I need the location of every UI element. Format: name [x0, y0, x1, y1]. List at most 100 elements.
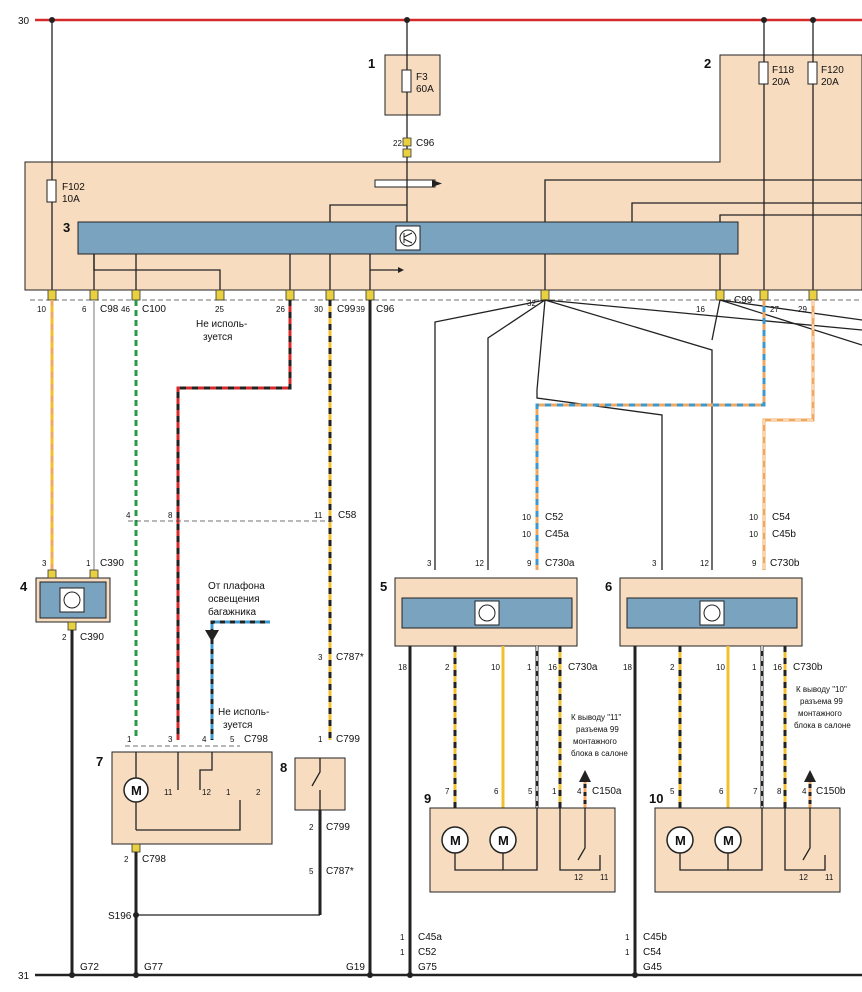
ground-icon — [133, 972, 139, 978]
fuse-f3-rating: 60A — [416, 84, 434, 95]
connector-c45a-2: C45a — [418, 932, 442, 943]
pin-2: 2 — [256, 788, 261, 797]
motor-label: M — [675, 833, 686, 848]
fuse-icon — [46, 179, 57, 203]
pin-1: 1 — [400, 933, 405, 942]
node — [133, 912, 139, 918]
pin-46: 46 — [121, 305, 130, 314]
connector-c52-2: C52 — [418, 947, 437, 958]
pin — [47, 289, 57, 301]
connector-c799: C799 — [336, 734, 360, 745]
pin-16: 16 — [773, 663, 782, 672]
ground-icon — [407, 972, 413, 978]
pin-3: 3 — [168, 735, 173, 744]
pin-1: 1 — [400, 948, 405, 957]
pin — [89, 569, 99, 579]
switch-icon — [136, 752, 241, 831]
connector-c730a-2: C730a — [568, 662, 598, 673]
pin — [131, 843, 141, 853]
ground-icon — [69, 972, 75, 978]
component-5-label: 5 — [380, 579, 387, 594]
connector-c798: C798 — [244, 734, 268, 745]
connector-c96: C96 — [416, 138, 435, 149]
from-lamp-line3: багажника — [208, 606, 256, 618]
wire — [719, 214, 862, 222]
pin-4: 4 — [577, 787, 582, 796]
connector-c150b: C150b — [816, 786, 846, 797]
motor-label: M — [498, 833, 509, 848]
component-6-label: 6 — [605, 579, 612, 594]
ground-g45: G45 — [643, 962, 662, 973]
pin — [759, 289, 769, 301]
pin-10: 10 — [522, 513, 531, 522]
pin-12: 12 — [574, 873, 583, 882]
transistor-symbol — [403, 232, 413, 238]
pin-2: 2 — [62, 633, 67, 642]
pin — [402, 148, 412, 158]
pin-12: 12 — [700, 559, 709, 568]
pin-30: 30 — [314, 305, 323, 314]
wire — [711, 299, 862, 346]
pin-5: 5 — [230, 735, 235, 744]
fuse-f118-rating: 20A — [772, 77, 790, 88]
pin-1: 1 — [625, 948, 630, 957]
pin-9: 9 — [527, 559, 532, 568]
connector-c54-2: C54 — [643, 947, 662, 958]
transistor-symbol — [478, 604, 496, 622]
switch-icon — [802, 808, 811, 861]
motor-label: M — [723, 833, 734, 848]
pin-1: 1 — [318, 735, 323, 744]
pin-32: 32 — [527, 299, 536, 308]
not-used-label-line2: зуется — [203, 332, 232, 343]
fuse-box-1 — [384, 54, 441, 116]
pin-8: 8 — [777, 787, 782, 796]
wire — [454, 808, 601, 871]
pin-5: 5 — [309, 867, 314, 876]
connector-c96-2: C96 — [376, 304, 395, 315]
connector-c787-2: C787* — [326, 866, 354, 877]
pin-10: 10 — [749, 513, 758, 522]
fuse-icon — [401, 69, 412, 93]
pin-1: 1 — [86, 559, 91, 568]
pin — [325, 289, 335, 301]
arrow-icon — [398, 267, 404, 273]
connector-c98: C98 — [100, 304, 119, 315]
motor-label: M — [450, 833, 461, 848]
connector-c390: C390 — [100, 558, 124, 569]
pin-9: 9 — [752, 559, 757, 568]
connector-c390-2: C390 — [80, 632, 104, 643]
arrow-icon — [579, 770, 591, 782]
pin-11: 11 — [825, 873, 834, 882]
fuse-f102-name: F102 — [62, 182, 85, 193]
pin-10: 10 — [37, 305, 46, 314]
wire — [176, 300, 292, 740]
transistor-symbol — [403, 238, 413, 244]
pin-4: 4 — [202, 735, 207, 744]
fuse-icon — [758, 61, 769, 85]
wire — [544, 179, 862, 222]
connector-c45a: C45a — [545, 529, 569, 540]
fuse-f3-name: F3 — [416, 72, 428, 83]
component-9-label: 9 — [424, 791, 431, 806]
connector-c730b: C730b — [770, 558, 800, 569]
transistor-symbol — [63, 591, 81, 609]
fuse-icon — [807, 61, 818, 85]
pin — [89, 289, 99, 301]
pin-18: 18 — [398, 663, 407, 672]
wire — [210, 620, 270, 740]
switch-icon — [311, 758, 321, 810]
wire — [369, 254, 400, 290]
fuse-f102-rating: 10A — [62, 194, 80, 205]
connector-c54: C54 — [772, 512, 791, 523]
pin-1: 1 — [752, 663, 757, 672]
connector-c730a: C730a — [545, 558, 575, 569]
connector-c730b-2: C730b — [793, 662, 823, 673]
pin-1: 1 — [552, 787, 557, 796]
from-lamp-line2: освещения — [208, 594, 260, 605]
connector-c99: C99 — [337, 304, 356, 315]
pin-10: 10 — [749, 530, 758, 539]
pin-5: 5 — [528, 787, 533, 796]
pin-22: 22 — [393, 139, 402, 148]
pin-3: 3 — [318, 653, 323, 662]
